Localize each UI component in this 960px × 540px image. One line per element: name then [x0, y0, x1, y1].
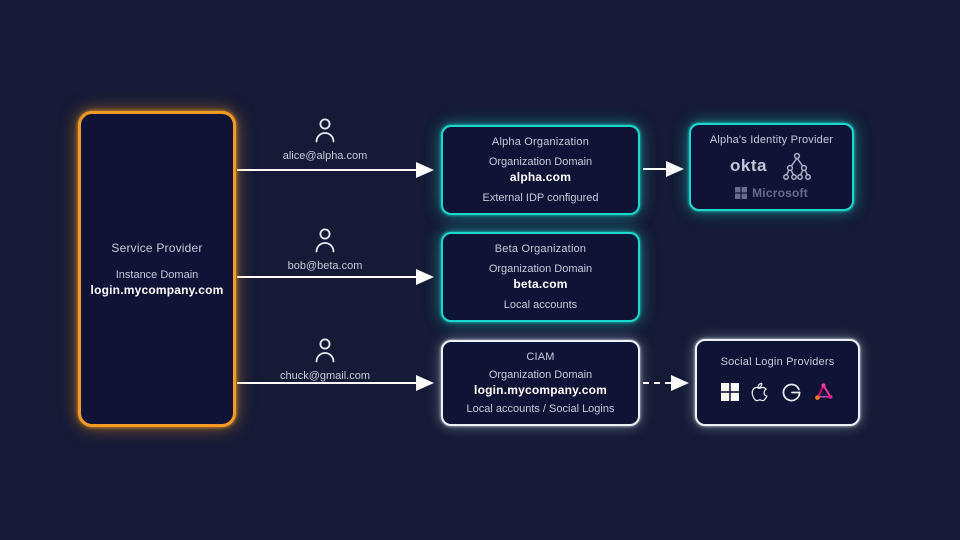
org-domain-group: Organization Domain beta.com	[489, 263, 592, 291]
org-domain-label: Organization Domain	[488, 156, 593, 168]
org-title: Beta Organization	[494, 243, 587, 255]
microsoft-wordmark: Microsoft	[752, 186, 808, 200]
org-note: External IDP configured	[482, 192, 599, 204]
org-title: CIAM	[526, 351, 555, 363]
apple-icon	[751, 382, 768, 402]
social-title: Social Login Providers	[720, 356, 835, 368]
org-domain-value: login.mycompany.com	[474, 383, 607, 397]
instance-domain-label: Instance Domain	[115, 269, 199, 281]
user-chuck: chuck@gmail.com	[240, 336, 410, 382]
beta-organization-box: Beta Organization Organization Domain be…	[441, 232, 640, 322]
service-provider-box: Service Provider Instance Domain login.m…	[78, 111, 236, 427]
microsoft-logo: Microsoft	[735, 186, 808, 200]
idp-logo-row: okta	[730, 151, 813, 181]
user-email: chuck@gmail.com	[279, 370, 371, 382]
social-icons-row	[721, 381, 834, 403]
microsoft-icon	[721, 383, 739, 401]
google-icon	[782, 383, 801, 401]
org-note: Local accounts	[503, 299, 578, 311]
org-note: Local accounts / Social Logins	[466, 403, 615, 415]
service-provider-domain-group: Instance Domain login.mycompany.com	[91, 269, 224, 297]
org-domain-group: Organization Domain alpha.com	[489, 156, 592, 184]
social-login-providers-box: Social Login Providers	[695, 339, 860, 426]
org-domain-label: Organization Domain	[488, 263, 593, 275]
abstract-network-icon	[815, 383, 833, 400]
user-alice: alice@alpha.com	[240, 116, 410, 162]
okta-logo: okta	[730, 156, 767, 175]
microsoft-squares-icon	[735, 187, 748, 199]
org-domain-label: Organization Domain	[488, 369, 593, 381]
alpha-identity-provider-box: Alpha's Identity Provider okta	[689, 123, 854, 211]
instance-domain-value: login.mycompany.com	[90, 283, 224, 297]
person-icon	[315, 118, 335, 143]
person-icon	[315, 228, 335, 253]
ciam-box: CIAM Organization Domain login.mycompany…	[441, 340, 640, 426]
org-domain-group: Organization Domain login.mycompany.com	[474, 369, 607, 397]
user-email: alice@alpha.com	[282, 150, 368, 162]
directory-tree-icon	[783, 152, 811, 180]
org-title: Alpha Organization	[491, 136, 590, 148]
service-provider-title: Service Provider	[111, 241, 203, 255]
org-domain-value: beta.com	[513, 277, 568, 291]
org-domain-value: alpha.com	[509, 170, 572, 184]
alpha-organization-box: Alpha Organization Organization Domain a…	[441, 125, 640, 215]
user-email: bob@beta.com	[287, 260, 363, 272]
person-icon	[315, 338, 335, 363]
user-bob: bob@beta.com	[240, 226, 410, 272]
idp-title: Alpha's Identity Provider	[709, 134, 834, 146]
